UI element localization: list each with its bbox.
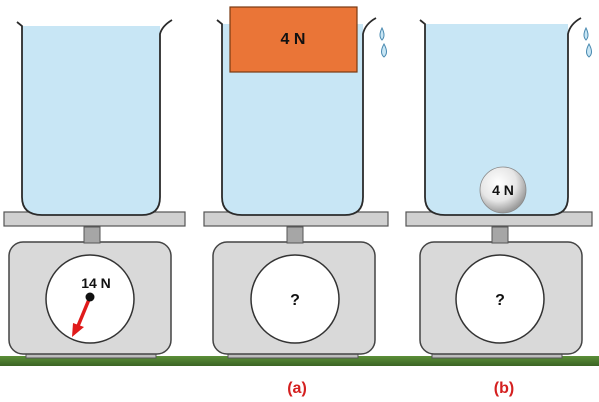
setup-1: 14 N (3, 19, 186, 359)
needle-pivot (85, 292, 95, 302)
ground (0, 356, 599, 366)
water-drop (583, 26, 589, 41)
scale-dial (455, 254, 545, 344)
beaker-water (22, 26, 160, 215)
water-drop (379, 26, 385, 41)
beaker-water (425, 24, 568, 215)
block (229, 6, 358, 73)
scale-post (491, 226, 509, 244)
scale-post (286, 226, 304, 244)
scale-post (83, 226, 101, 244)
beaker-outline (419, 17, 582, 216)
beaker-outline (216, 17, 377, 216)
block-label: 4 N (281, 31, 306, 48)
ball-label: 4 N (492, 182, 514, 198)
scale-reading: ? (495, 292, 505, 309)
ball (479, 166, 527, 214)
caption-b: (b) (494, 380, 514, 397)
scale-dial (250, 254, 340, 344)
scale-reading: 14 N (81, 275, 111, 291)
water-drop (586, 42, 592, 58)
caption-a: (a) (287, 380, 307, 397)
setup-3: ? 4 N (405, 17, 593, 359)
beaker-outline (16, 19, 173, 216)
setup-2: ? 4 N (203, 6, 389, 359)
needle-tip (72, 323, 84, 337)
needle (76, 296, 92, 327)
water-drop (381, 42, 387, 58)
scale-reading: ? (290, 292, 300, 309)
